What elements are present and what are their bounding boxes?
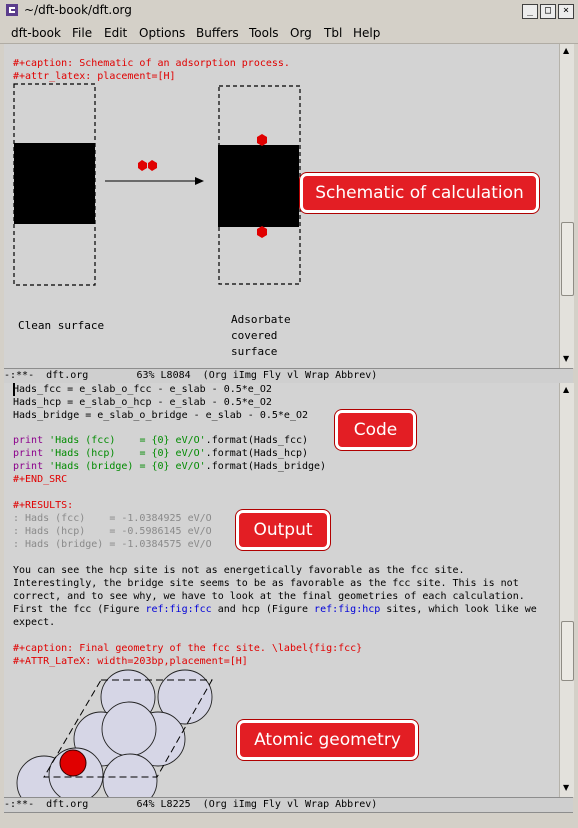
- print-keyword: print: [13, 448, 44, 459]
- code-line-2: Hads_hcp = e_slab_o_hcp - e_slab - 0.5*e…: [13, 397, 272, 408]
- unit-cell-outline: [43, 679, 213, 778]
- result-line-1: : Hads (fcc) = -1.0384925 eV/O: [13, 513, 212, 524]
- adsorbate-atom-top: [257, 134, 267, 146]
- maximize-button[interactable]: □: [540, 4, 556, 19]
- adsorption-schematic-image: [13, 83, 301, 286]
- result-line-2: : Hads (hcp) = -0.5986145 eV/O: [13, 526, 212, 537]
- callout-code: Code: [335, 410, 416, 450]
- callout-atomic-geometry: Atomic geometry: [237, 720, 418, 760]
- print-keyword: print: [13, 461, 44, 472]
- atom: [101, 701, 157, 757]
- top-scrollbar[interactable]: ▲ ▼: [559, 44, 574, 368]
- o2-atom-left: [138, 160, 147, 171]
- paragraph-line-4: First the fcc (Figure ref:fig:fcc and hc…: [13, 603, 537, 616]
- results-label: #+RESULTS:: [13, 500, 74, 511]
- print-line-1: print 'Hads (fcc) = {0} eV/O'.format(Had…: [13, 434, 308, 447]
- caption2-line: #+caption: Final geometry of the fcc sit…: [13, 643, 363, 654]
- callout-output: Output: [236, 510, 330, 550]
- menu-dft-book[interactable]: dft-book: [11, 26, 61, 40]
- print-format: .format(Hads_bridge): [205, 461, 327, 472]
- code-line-3: Hads_bridge = e_slab_o_bridge - e_slab -…: [13, 410, 309, 421]
- scroll-up-arrow-icon[interactable]: ▲: [563, 46, 570, 55]
- atom: [157, 669, 213, 725]
- bottom-modeline: -:**- dft.org 64% L8225 (Org iImg Fly vl…: [4, 797, 573, 813]
- menu-options[interactable]: Options: [139, 26, 186, 40]
- print-string: 'Hads (hcp) = {0} eV/O': [43, 448, 206, 459]
- paragraph-line-1: You can see the hcp site is not as energ…: [13, 565, 465, 576]
- scroll-down-arrow-icon[interactable]: ▼: [563, 783, 570, 792]
- label-adsorbate-2: covered: [231, 329, 278, 342]
- print-string: 'Hads (bridge) = {0} eV/O': [43, 461, 206, 472]
- print-line-2: print 'Hads (hcp) = {0} eV/O'.format(Had…: [13, 447, 308, 460]
- covered-slab-block: [218, 145, 299, 227]
- menu-tools[interactable]: Tools: [249, 26, 279, 40]
- top-scrollbar-thumb[interactable]: [561, 222, 574, 296]
- menu-file[interactable]: File: [72, 26, 93, 40]
- menu-org[interactable]: Org: [290, 26, 312, 40]
- end-src-line: #+END_SRC: [13, 474, 68, 485]
- print-keyword: print: [13, 435, 44, 446]
- result-line-3: : Hads (bridge) = -1.0384575 eV/O: [13, 539, 212, 550]
- menu-bar: dft-book File Edit Options Buffers Tools…: [0, 22, 578, 44]
- para4-mid: and hcp (Figure: [211, 604, 315, 615]
- label-adsorbate-1: Adsorbate: [231, 313, 291, 326]
- process-arrow-head: [195, 177, 204, 185]
- menu-edit[interactable]: Edit: [104, 26, 128, 40]
- menu-help[interactable]: Help: [353, 26, 381, 40]
- bottom-scrollbar[interactable]: ▲ ▼: [559, 383, 574, 797]
- atom: [102, 753, 158, 797]
- paragraph-line-2: Interestingly, the bridge site seems to …: [13, 578, 519, 589]
- menu-buffers[interactable]: Buffers: [196, 26, 239, 40]
- bottom-scrollbar-thumb[interactable]: [561, 621, 574, 681]
- minimize-button[interactable]: _: [522, 4, 538, 19]
- paragraph-line-5: expect.: [13, 617, 56, 628]
- bottom-editor-pane[interactable]: Hads_fcc = e_slab_o_fcc - e_slab - 0.5*e…: [4, 383, 559, 797]
- para4-post: sites, which look like we: [380, 604, 537, 615]
- window-title: ~/dft-book/dft.org: [24, 3, 132, 17]
- adsorbate-atom-bottom: [257, 226, 267, 238]
- scroll-down-arrow-icon[interactable]: ▼: [563, 354, 570, 363]
- scroll-up-arrow-icon[interactable]: ▲: [563, 385, 570, 394]
- emacs-app-icon: [6, 4, 18, 16]
- menu-tbl[interactable]: Tbl: [324, 26, 343, 40]
- print-format: .format(Hads_hcp): [205, 448, 309, 459]
- link-ref-fig-fcc[interactable]: ref:fig:fcc: [145, 604, 212, 615]
- window-titlebar: ~/dft-book/dft.org _ □ ×: [0, 0, 578, 23]
- print-format: .format(Hads_fcc): [205, 435, 309, 446]
- clean-slab-block: [14, 143, 95, 224]
- paragraph-line-3: correct, and to see why, we have to look…: [13, 591, 525, 602]
- callout-schematic: Schematic of calculation: [300, 173, 539, 213]
- o2-atom-right: [148, 160, 157, 171]
- code-line-1: Hads_fcc = e_slab_o_fcc - e_slab - 0.5*e…: [13, 384, 272, 395]
- text-cursor: [13, 383, 15, 396]
- adsorbed-oxygen-atom: [59, 749, 87, 777]
- link-ref-fig-hcp[interactable]: ref:fig:hcp: [314, 604, 381, 615]
- caption-line: #+caption: Schematic of an adsorption pr…: [13, 58, 290, 69]
- close-button[interactable]: ×: [558, 4, 574, 19]
- top-modeline: -:**- dft.org 63% L8084 (Org iImg Fly vl…: [4, 368, 573, 384]
- label-clean-surface: Clean surface: [18, 319, 105, 332]
- fcc-geometry-image: [16, 669, 213, 797]
- attr-latex-line: #+attr_latex: placement=[H]: [13, 71, 176, 82]
- print-string: 'Hads (fcc) = {0} eV/O': [43, 435, 206, 446]
- label-adsorbate-3: surface: [231, 345, 278, 358]
- print-line-3: print 'Hads (bridge) = {0} eV/O'.format(…: [13, 460, 326, 473]
- para4-pre: First the fcc (Figure: [13, 604, 146, 615]
- attr-latex2-line: #+ATTR_LaTeX: width=203bp,placement=[H]: [13, 656, 248, 667]
